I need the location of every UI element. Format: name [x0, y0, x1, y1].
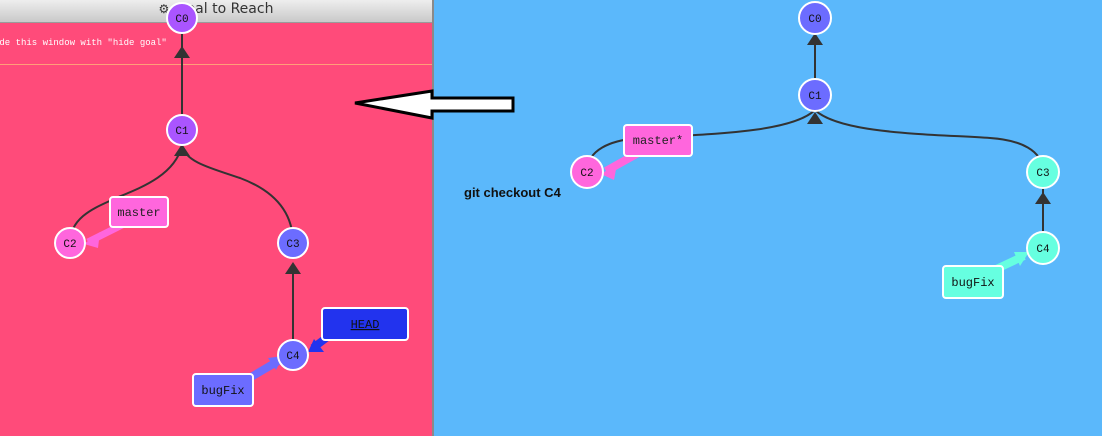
commit-label: C1 [808, 91, 822, 103]
goal-window-header[interactable]: ⚙ Goal to Reach [0, 0, 432, 23]
goal-edge-arrowhead [174, 46, 190, 58]
branch-label-bugfix-text: bugFix [951, 276, 994, 290]
main-edge-c3-c1 [814, 109, 1044, 173]
branch-label-bugfix-text: bugFix [201, 384, 244, 398]
bugfix-branch-arrowhead [1014, 252, 1029, 266]
gear-icon: ⚙ [158, 2, 170, 16]
commit-node[interactable] [798, 78, 832, 112]
master-branch-arrow [604, 148, 642, 175]
commit-label: C3 [1036, 168, 1049, 180]
goal-commit-tree: master bugFix HEAD C0 C1 C2 C3 C4 [54, 2, 409, 407]
head-label-text: HEAD [351, 318, 380, 332]
master-branch-arrowhead [84, 232, 100, 248]
goal-edge-arrowhead [285, 262, 301, 274]
goal-edge-arrowhead [174, 144, 190, 156]
commit-label: C4 [286, 351, 300, 363]
commit-label: C0 [808, 14, 821, 26]
main-edge-arrowhead [807, 112, 823, 124]
commit-label: C4 [1036, 244, 1050, 256]
head-label[interactable] [321, 307, 409, 341]
branch-label-bugfix[interactable] [942, 265, 1004, 299]
goal-edge-c2-c1 [69, 145, 183, 244]
branch-label-master-text: master* [633, 134, 683, 148]
divider [0, 64, 432, 65]
commit-label: C3 [286, 239, 299, 251]
commit-node[interactable] [166, 114, 198, 146]
branch-label-master[interactable] [109, 196, 169, 228]
commit-label: C0 [175, 14, 188, 26]
commit-node[interactable] [1026, 231, 1060, 265]
branch-label-bugfix[interactable] [192, 373, 254, 407]
commit-node[interactable] [798, 1, 832, 35]
goal-window-title: Goal to Reach [175, 1, 274, 17]
commit-node[interactable] [166, 2, 198, 34]
head-arrowhead [308, 339, 324, 352]
commit-node[interactable] [277, 339, 309, 371]
branch-label-master-text: master [117, 206, 160, 220]
command-caption: git checkout C4 [464, 185, 561, 200]
commit-label: C2 [63, 239, 76, 251]
commit-node[interactable] [54, 227, 86, 259]
bugfix-branch-arrow [988, 252, 1026, 276]
commit-node[interactable] [277, 227, 309, 259]
branch-label-master[interactable] [623, 124, 693, 157]
commit-node[interactable] [570, 155, 604, 189]
goal-edge-c3-c1 [181, 145, 294, 244]
commit-label: C1 [175, 126, 189, 138]
main-edge-arrowhead [1035, 192, 1051, 204]
master-branch-arrowhead [601, 164, 617, 180]
main-edge-c2-c1 [586, 109, 816, 173]
main-edge-arrowhead [807, 33, 823, 45]
commit-label: C2 [580, 168, 593, 180]
goal-window: ⚙ Goal to Reach ide this window with "hi… [0, 0, 434, 436]
commit-node[interactable] [1026, 155, 1060, 189]
goal-window-hint: ide this window with "hide goal" [0, 38, 167, 48]
